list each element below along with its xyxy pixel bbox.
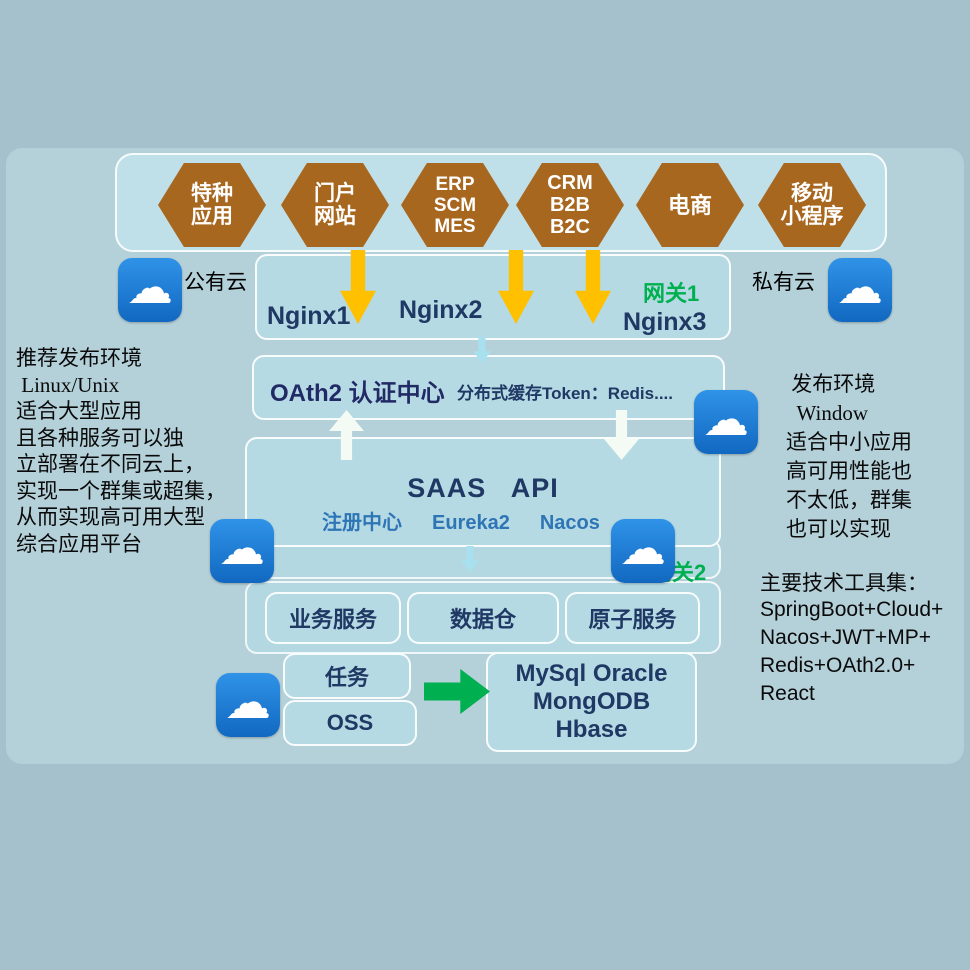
- gateway1-label: 网关1: [643, 281, 700, 306]
- hexagon-label: 电商: [667, 192, 712, 218]
- cloud-icon: ☁: [703, 392, 749, 446]
- cloud-icon: ☁: [219, 521, 265, 575]
- oauth-label: OAth2 认证中心: [270, 380, 445, 407]
- right-environment-note: 发布环境 Window 适合中小应用 高可用性能也 不太低，群集 也可以实现: [786, 372, 912, 541]
- hexagon-label: ERP SCM MES: [433, 173, 477, 237]
- hexagon-label: 特种 应用: [191, 182, 233, 228]
- cloud-icon: ☁: [225, 675, 271, 729]
- hexagon-special-app: 特种 应用: [158, 163, 266, 247]
- nginx2-label: Nginx2: [399, 296, 483, 324]
- cloud-icon: ☁: [620, 521, 666, 575]
- database-box: MySql Oracle MongODB Hbase: [486, 652, 697, 752]
- hexagon-label: 门户 网站: [314, 182, 356, 228]
- oauth-center-box: OAth2 认证中心 分布式缓存Token：Redis....: [252, 355, 725, 420]
- atomic-service-box: 原子服务: [565, 592, 700, 644]
- tech-tools-list: SpringBoot+Cloud+ Nacos+JWT+MP+ Redis+OA…: [760, 598, 944, 705]
- hexagon-label: CRM B2B B2C: [547, 172, 593, 238]
- atomic-service-label: 原子服务: [588, 607, 677, 632]
- cloud-chip-mid-left: ☁: [210, 519, 274, 583]
- tech-tools-title: 主要技术工具集：: [760, 571, 928, 595]
- left-environment-note: 推荐发布环境 Linux/Unix 适合大型应用 且各种服务可以独 立部署在不同…: [16, 346, 226, 556]
- registry-row: 注册中心 Eureka2 Nacos: [322, 506, 600, 535]
- database-label: MySql Oracle MongODB Hbase: [515, 660, 668, 743]
- nginx1-label: Nginx1: [267, 302, 351, 330]
- data-warehouse-label: 数据仓: [449, 607, 516, 632]
- public-cloud-chip: ☁: [118, 258, 182, 322]
- nginx-gateway-box: Nginx1 Nginx2 Nginx3 网关1: [255, 254, 731, 340]
- business-service-box: 业务服务: [265, 592, 401, 644]
- cloud-chip-bottom-left: ☁: [216, 673, 280, 737]
- cache-token-label: 分布式缓存Token：Redis....: [457, 384, 673, 403]
- oss-box: OSS: [283, 700, 417, 746]
- cloud-chip-mid-right: ☁: [611, 519, 675, 583]
- task-label: 任务: [324, 665, 369, 690]
- cloud-chip-auth: ☁: [694, 390, 758, 454]
- nginx3-label: Nginx3: [623, 308, 707, 336]
- cloud-icon: ☁: [837, 260, 883, 314]
- saas-api-title: SAAS API: [407, 473, 559, 503]
- hexagon-crm-b2b-b2c: CRM B2B B2C: [516, 163, 624, 247]
- data-warehouse-box: 数据仓: [407, 592, 559, 644]
- hexagon-erp-scm-mes: ERP SCM MES: [401, 163, 509, 247]
- eureka-label: Eureka2: [432, 512, 510, 534]
- hexagon-label: 移动 小程序: [780, 182, 844, 228]
- nacos-label: Nacos: [539, 512, 600, 534]
- saas-api-box: SAAS API 注册中心 Eureka2 Nacos: [245, 437, 721, 547]
- cloud-icon: ☁: [127, 260, 173, 314]
- hexagon-portal: 门户 网站: [281, 163, 389, 247]
- business-service-label: 业务服务: [288, 607, 377, 632]
- task-box: 任务: [283, 653, 411, 699]
- oss-label: OSS: [326, 710, 374, 735]
- registry-center-label: 注册中心: [322, 512, 402, 534]
- private-cloud-label: 私有云: [752, 271, 815, 294]
- private-cloud-chip: ☁: [828, 258, 892, 322]
- hexagon-ecommerce: 电商: [636, 163, 744, 247]
- hexagon-mobile-miniapp: 移动 小程序: [758, 163, 866, 247]
- public-cloud-label: 公有云: [184, 271, 247, 294]
